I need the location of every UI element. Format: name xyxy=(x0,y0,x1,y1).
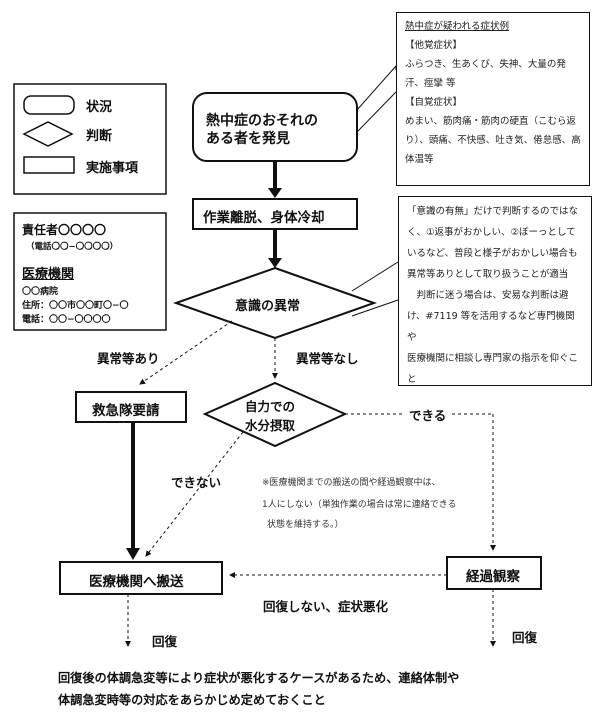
legend-decision-label: 判断 xyxy=(86,129,113,144)
hydration-shape xyxy=(202,381,348,448)
transport-shape xyxy=(59,561,223,595)
cooling-shape xyxy=(192,198,358,230)
symptoms-objective-head: 【他覚症状】 xyxy=(405,40,463,51)
contact-hospital: 〇〇病院 xyxy=(22,287,59,297)
legend-situation-label: 状況 xyxy=(86,100,113,115)
legend-situation-shape xyxy=(23,95,75,115)
consciousness-note-line: け、#7119 等を活用するなど専門機関や xyxy=(407,311,575,343)
legend-action-shape xyxy=(23,156,75,174)
contact-address: 住所：〇〇市〇〇町〇−〇 xyxy=(22,301,129,311)
contact-responsible: 責任者〇〇〇〇 xyxy=(22,223,107,237)
recover-left-label: 回復 xyxy=(152,634,178,649)
consciousness-note: 「意識の有無」だけで判断するのではな く、①返事がおかしい、②ぼーっとして いる… xyxy=(398,196,592,386)
abnormal-yes-label: 異常等あり xyxy=(97,351,160,366)
symptoms-note: 熱中症が疑われる症状例 【他覚症状】 ふらつき、生あくび、失神、大量の発 汗、痙… xyxy=(396,12,590,186)
transport-note-line: ※医療機関までの搬送の間や経過観察中は、 xyxy=(262,478,441,488)
consciousness-label: 意識の異常 xyxy=(235,299,301,314)
worsen-label: 回復しない、症状悪化 xyxy=(263,599,389,614)
ambulance-label: 救急隊要請 xyxy=(92,403,160,419)
footer-line-2: 体調急変時等の対応をあらかじめ定めておくこと xyxy=(58,693,326,707)
consciousness-note-line: 「意識の有無」だけで判断するのではな xyxy=(407,206,579,217)
contact-frame xyxy=(13,212,167,331)
cooling-label: 作業離脱、身体冷却 xyxy=(203,210,325,226)
hydration-label-1: 自力での xyxy=(245,399,296,414)
can-label: できる xyxy=(409,408,447,423)
hydration-label-2: 水分摂取 xyxy=(245,418,296,433)
legend-decision-shape xyxy=(22,121,74,147)
observe-shape xyxy=(446,556,542,590)
symptoms-subjective-line: り）、頭痛、不快感、吐き気、倦怠感、高 xyxy=(405,135,581,146)
footer-line-1: 回復後の体調急変等により症状が悪化するケースがあるため、連絡体制や xyxy=(58,671,460,685)
abnormal-no-label: 異常等なし xyxy=(296,351,359,366)
contact-responsible-tel: （電話〇〇−〇〇〇〇） xyxy=(26,242,119,252)
symptoms-subjective-line: 体温等 xyxy=(405,154,434,165)
legend-action-label: 実施事項 xyxy=(86,161,139,176)
transport-note-line: 状態を維持する。） xyxy=(267,520,344,530)
symptoms-subjective-line: めまい、筋肉痛・筋肉の硬直（こむら返 xyxy=(405,116,577,127)
ambulance-shape xyxy=(75,391,187,423)
observe-label: 経過観察 xyxy=(466,569,520,585)
consciousness-note-line: 医療機関に相談し専門家の指示を仰ぐこ xyxy=(407,353,579,364)
transport-label: 医療機関へ搬送 xyxy=(89,574,184,590)
transport-note-line: 1人にしない（単独作業の場合は常に連絡できる xyxy=(262,500,457,510)
symptoms-subjective-head: 【自覚症状】 xyxy=(405,97,463,108)
cannot-label: できない xyxy=(171,475,222,490)
consciousness-note-line: いるなど、普段と様子がおかしい場合も xyxy=(407,248,578,259)
consciousness-note-line: く、①返事がおかしい、②ぼーっとして xyxy=(407,227,576,238)
contact-tel: 電話：〇〇−〇〇〇〇 xyxy=(22,315,111,325)
symptoms-note-title: 熱中症が疑われる症状例 xyxy=(405,21,510,32)
discover-label-2: ある者を発見 xyxy=(206,131,290,147)
recover-right-label: 回復 xyxy=(512,630,538,645)
consciousness-note-line: 判断に迷う場合は、安易な判断は避 xyxy=(407,290,569,301)
consciousness-note-line: 異常等ありとして取り扱うことが適当 xyxy=(407,269,569,280)
symptoms-objective-line: 汗、痙攣 等 xyxy=(405,78,456,89)
symptoms-objective-line: ふらつき、生あくび、失神、大量の発 xyxy=(405,59,566,70)
contact-medical-title: 医療機関 xyxy=(22,267,75,282)
consciousness-note-line: と xyxy=(407,374,417,385)
discover-label-1: 熱中症のおそれの xyxy=(206,113,318,129)
